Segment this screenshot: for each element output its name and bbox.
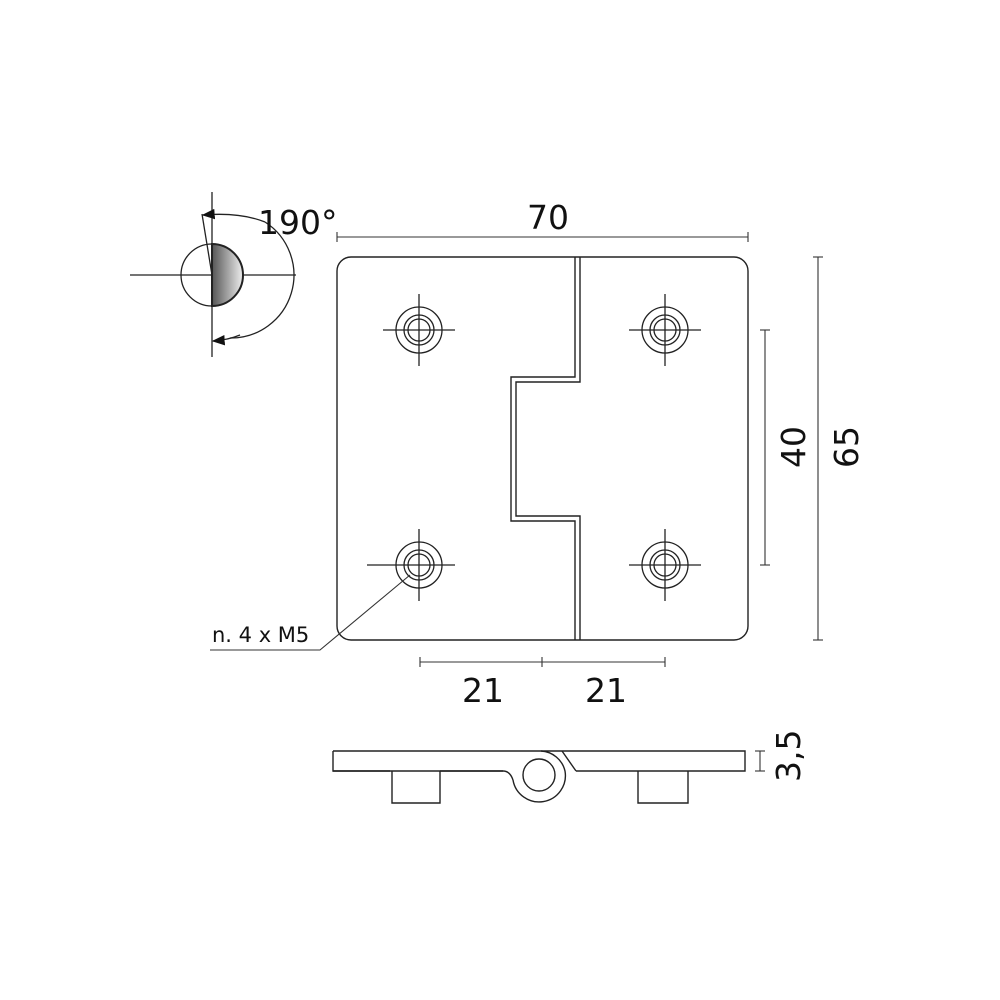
thickness-dimension: 3,5 bbox=[769, 730, 808, 782]
rotation-symbol bbox=[130, 192, 296, 357]
hole bbox=[629, 529, 701, 601]
offset-left-dimension: 21 bbox=[462, 671, 504, 710]
rotation-angle-label: 190° bbox=[258, 203, 338, 242]
mounting-holes bbox=[367, 294, 701, 601]
screw-note: n. 4 x M5 bbox=[212, 623, 309, 647]
hole-spacing-dimension: 40 bbox=[774, 426, 813, 468]
hinge-plate-top-view bbox=[336, 256, 749, 641]
hinge-side-view bbox=[332, 750, 746, 804]
offset-right-dimension: 21 bbox=[585, 671, 627, 710]
dimension-lines bbox=[210, 232, 823, 772]
hole bbox=[367, 529, 455, 601]
hole bbox=[629, 294, 701, 366]
width-dimension: 70 bbox=[527, 198, 569, 237]
hole bbox=[383, 294, 455, 366]
height-dimension: 65 bbox=[827, 426, 866, 468]
